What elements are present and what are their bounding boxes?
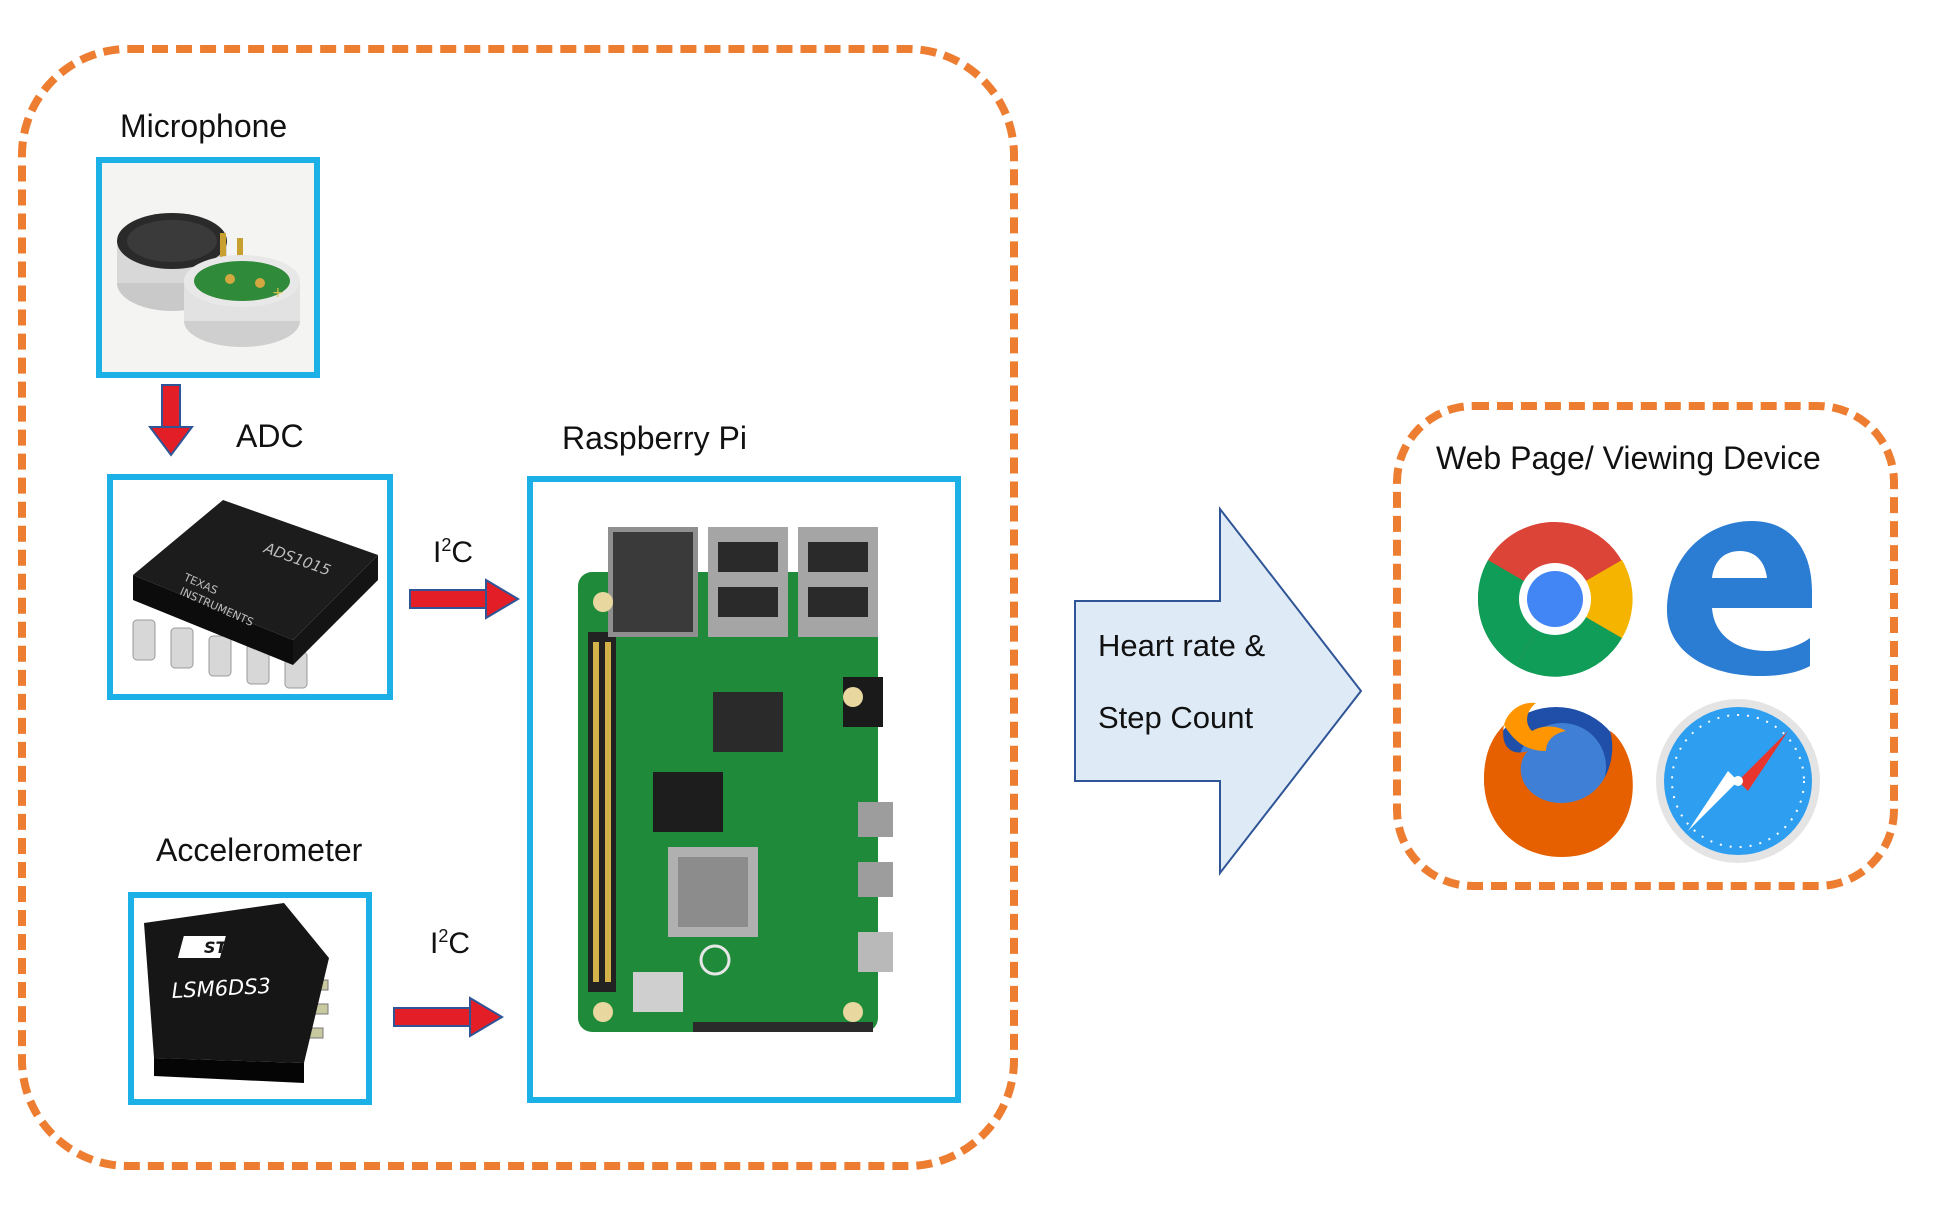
web-group-border <box>1393 402 1898 890</box>
accel-to-pi-arrow <box>393 996 504 1038</box>
output-flow-arrow <box>1074 506 1363 876</box>
edge-icon <box>1667 521 1812 676</box>
mic-to-adc-arrow <box>148 384 194 457</box>
adc-label: ADC <box>236 418 304 454</box>
accel-bus-label: I2C <box>430 926 471 960</box>
adc-bus-label: I2C <box>433 535 474 569</box>
accelerometer-label: Accelerometer <box>156 832 363 868</box>
accelerometer-image: ST LSM6DS3 <box>128 892 372 1105</box>
microphone-label: Microphone <box>120 108 288 144</box>
output-flow-line1: Heart rate & <box>1098 628 1266 663</box>
st-brand-text: ST <box>204 938 228 957</box>
raspberry-pi-label: Raspberry Pi <box>562 420 747 456</box>
svg-text:+: + <box>272 285 284 301</box>
web-page-label: Web Page/ Viewing Device <box>1436 440 1821 476</box>
output-flow-text: Heart rate & Step Count <box>1098 610 1265 754</box>
accel-chip-text: LSM6DS3 <box>171 974 271 1003</box>
microphone-image: + <box>96 157 320 378</box>
raspberry-pi-image <box>527 476 961 1103</box>
output-flow-line2: Step Count <box>1098 700 1254 735</box>
safari-icon <box>1656 699 1820 863</box>
chrome-icon <box>1477 521 1633 677</box>
adc-to-pi-arrow <box>409 578 520 620</box>
st-logo-icon: ST <box>177 936 228 958</box>
firefox-icon <box>1484 702 1633 857</box>
adc-image: ADS1015 TEXAS INSTRUMENTS <box>107 474 393 700</box>
sensor-group-border <box>18 45 1018 1170</box>
